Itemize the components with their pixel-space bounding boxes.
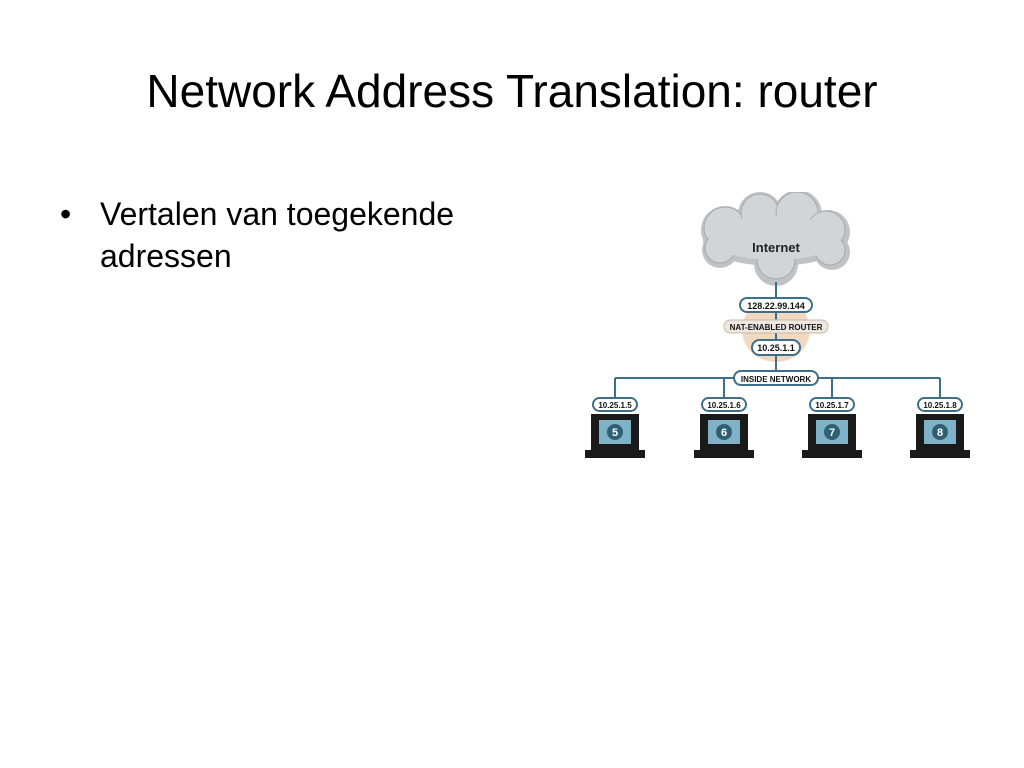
computer-number: 6 [721,427,727,439]
computer-number: 7 [829,427,835,439]
bullet-text: Vertalen van toegekende adressen [100,196,455,274]
network-label: INSIDE NETWORK [741,375,811,384]
router-ip-label: 10.25.1.1 [757,343,795,353]
computer-ip-label: 10.25.1.5 [598,401,632,410]
slide-title: Network Address Translation: router [146,65,878,117]
computer: 10.25.1.8 8 [910,378,970,458]
computer: 10.25.1.5 5 [585,378,645,458]
router-label: NAT-ENABLED ROUTER [730,323,823,332]
computer-ip-label: 10.25.1.8 [923,401,957,410]
router-ip-pill: 10.25.1.1 [751,339,801,356]
bullet-marker: • [60,196,72,232]
public-ip-label: 128.22.99.144 [747,301,805,311]
bullet-list: • Vertalen van toegekende adressen [58,194,518,277]
computer: 10.25.1.6 6 [694,378,754,458]
internet-cloud: Internet [701,192,850,286]
computer-ip-label: 10.25.1.7 [815,401,849,410]
computer-ip-label: 10.25.1.6 [707,401,741,410]
bullet-item: • Vertalen van toegekende adressen [58,194,518,277]
computer-number: 8 [937,427,943,439]
cloud-label: Internet [752,240,800,255]
router-label-pill: NAT-ENABLED ROUTER [723,319,829,334]
computer-number: 5 [612,427,618,439]
network-label-pill: INSIDE NETWORK [733,370,819,386]
public-ip-pill: 128.22.99.144 [739,297,813,313]
nat-diagram: Internet 128.22.99.144 NAT-ENABLED ROUTE… [585,192,970,458]
computer: 10.25.1.7 7 [802,378,862,458]
